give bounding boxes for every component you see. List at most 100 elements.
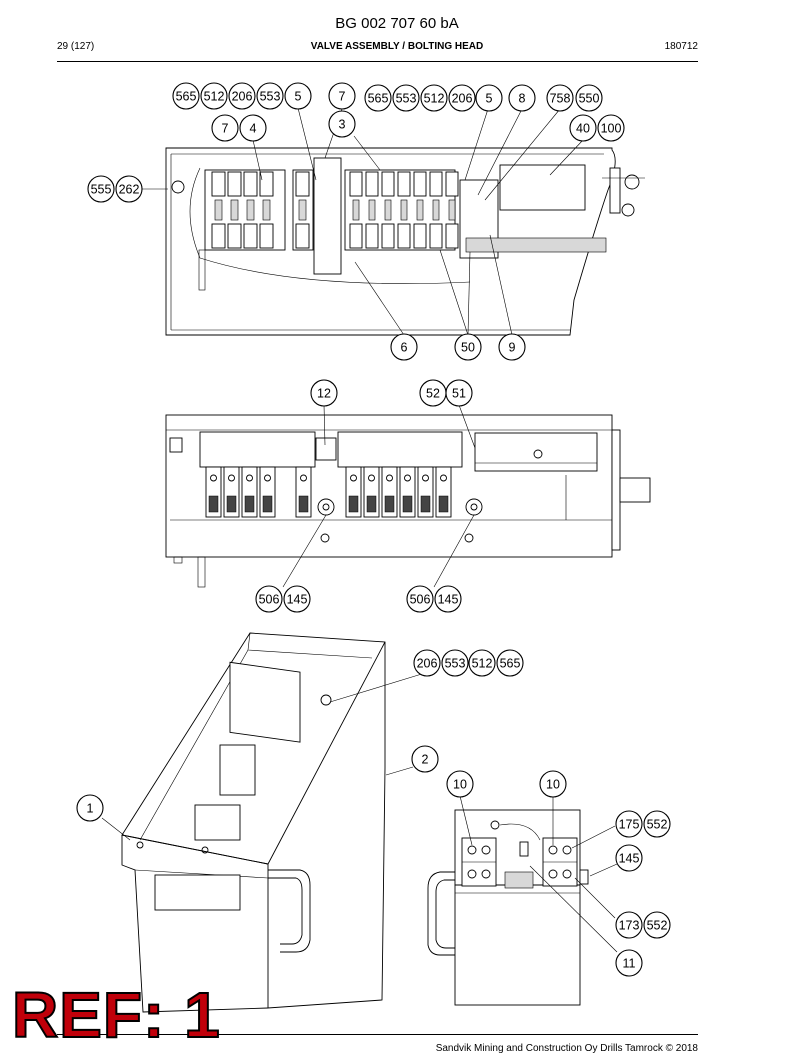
svg-text:52: 52 <box>426 387 440 401</box>
svg-text:512: 512 <box>472 657 493 671</box>
footer-rule <box>57 1034 698 1035</box>
callout-top-view-3: 3 <box>328 110 356 138</box>
page-number: 29 (127) <box>57 41 95 52</box>
svg-text:11: 11 <box>623 957 636 971</box>
svg-text:206: 206 <box>232 90 253 104</box>
isometric-view-drawing <box>121 632 386 1013</box>
svg-text:262: 262 <box>119 183 140 197</box>
callout-side-view-52: 52 <box>419 379 447 407</box>
svg-text:40: 40 <box>576 122 590 136</box>
callout-top-view-262: 262 <box>115 175 143 203</box>
svg-text:10: 10 <box>546 778 560 792</box>
callout-top-view-4: 4 <box>239 114 267 142</box>
callout-top-view-6: 6 <box>390 333 418 361</box>
callout-iso-view-512: 512 <box>468 649 496 677</box>
svg-text:7: 7 <box>222 122 229 136</box>
svg-text:552: 552 <box>647 919 668 933</box>
svg-text:555: 555 <box>91 183 112 197</box>
callout-detail-view-552: 552 <box>643 911 671 939</box>
svg-text:506: 506 <box>410 593 431 607</box>
svg-text:3: 3 <box>339 118 346 132</box>
callout-top-view-100: 100 <box>597 114 625 142</box>
svg-text:175: 175 <box>619 818 640 832</box>
callout-iso-view-565: 565 <box>496 649 524 677</box>
svg-text:552: 552 <box>647 818 668 832</box>
svg-text:565: 565 <box>368 92 389 106</box>
date-code: 180712 <box>664 41 698 52</box>
callout-top-view-50: 50 <box>454 333 482 361</box>
svg-text:100: 100 <box>601 122 622 136</box>
callout-top-view-555: 555 <box>87 175 115 203</box>
callout-side-view-506: 506 <box>255 585 283 613</box>
callout-side-view-506: 506 <box>406 585 434 613</box>
svg-text:550: 550 <box>579 92 600 106</box>
callout-top-view-553: 553 <box>256 82 284 110</box>
callout-iso-view-206: 206 <box>413 649 441 677</box>
callout-top-view-5: 5 <box>475 84 503 112</box>
svg-text:2: 2 <box>422 753 429 767</box>
svg-text:565: 565 <box>176 90 197 104</box>
callout-detail-view-11: 11 <box>615 949 643 977</box>
callout-top-view-758: 758 <box>546 84 574 112</box>
svg-text:9: 9 <box>509 341 516 355</box>
svg-text:12: 12 <box>317 387 331 401</box>
svg-text:145: 145 <box>438 593 459 607</box>
callout-detail-view-175: 175 <box>615 810 643 838</box>
side-view-valve-blocks <box>205 466 452 518</box>
svg-text:553: 553 <box>445 657 466 671</box>
svg-text:4: 4 <box>250 122 257 136</box>
callout-detail-view-173: 173 <box>615 911 643 939</box>
svg-text:50: 50 <box>461 341 475 355</box>
callout-side-view-145: 145 <box>283 585 311 613</box>
top-view-valve-stacks <box>211 171 459 249</box>
callout-top-view-9: 9 <box>498 333 526 361</box>
ref-stamp: REF: 1 <box>11 979 221 1051</box>
svg-text:206: 206 <box>452 92 473 106</box>
section-title: VALVE ASSEMBLY / BOLTING HEAD <box>310 41 484 52</box>
side-view-drawing <box>165 414 651 588</box>
callout-iso-view-1: 1 <box>76 794 104 822</box>
svg-text:758: 758 <box>550 92 571 106</box>
svg-text:145: 145 <box>287 593 308 607</box>
callout-top-view-206: 206 <box>448 84 476 112</box>
callout-top-view-550: 550 <box>575 84 603 112</box>
svg-text:565: 565 <box>500 657 521 671</box>
callout-detail-view-10: 10 <box>539 770 567 798</box>
callout-iso-view-553: 553 <box>441 649 469 677</box>
callout-iso-view-2: 2 <box>411 745 439 773</box>
svg-text:10: 10 <box>453 778 467 792</box>
svg-text:145: 145 <box>619 852 640 866</box>
svg-text:206: 206 <box>417 657 438 671</box>
callout-side-view-51: 51 <box>445 379 473 407</box>
svg-text:553: 553 <box>260 90 281 104</box>
svg-text:512: 512 <box>204 90 225 104</box>
svg-text:6: 6 <box>401 341 408 355</box>
svg-text:1: 1 <box>87 802 94 816</box>
header-rule <box>57 61 698 62</box>
svg-text:553: 553 <box>396 92 417 106</box>
callout-detail-view-10: 10 <box>446 770 474 798</box>
callout-top-view-8: 8 <box>508 84 536 112</box>
callout-top-view-5: 5 <box>284 82 312 110</box>
svg-text:7: 7 <box>339 90 346 104</box>
callout-top-view-7: 7 <box>328 82 356 110</box>
svg-text:5: 5 <box>295 90 302 104</box>
callout-top-view-7: 7 <box>211 114 239 142</box>
leader-lines <box>101 107 618 953</box>
callout-side-view-145: 145 <box>434 585 462 613</box>
callout-detail-view-552: 552 <box>643 810 671 838</box>
callout-top-view-553: 553 <box>392 84 420 112</box>
callout-side-view-12: 12 <box>310 379 338 407</box>
callout-top-view-565: 565 <box>172 82 200 110</box>
svg-text:512: 512 <box>424 92 445 106</box>
callout-top-view-512: 512 <box>200 82 228 110</box>
svg-text:173: 173 <box>619 919 640 933</box>
footer-copyright: Sandvik Mining and Construction Oy Drill… <box>435 1043 698 1054</box>
document-number: BG 002 707 60 bA <box>335 15 459 32</box>
svg-text:5: 5 <box>486 92 493 106</box>
svg-text:8: 8 <box>519 92 526 106</box>
detail-view-drawing <box>427 809 589 1006</box>
callout-detail-view-145: 145 <box>615 844 643 872</box>
